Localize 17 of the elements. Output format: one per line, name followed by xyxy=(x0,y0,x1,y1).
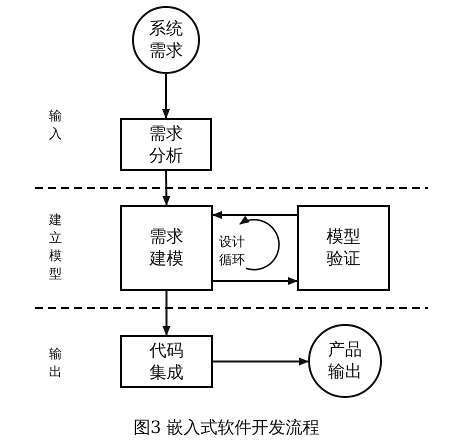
lane-label: 输出 xyxy=(48,346,63,382)
arrow xyxy=(212,211,297,219)
arrow xyxy=(213,277,298,285)
process-box: 代码集成 xyxy=(120,335,213,388)
lane-label: 输入 xyxy=(48,108,63,144)
arrow xyxy=(213,358,309,366)
arrow xyxy=(162,170,170,206)
arrow xyxy=(162,74,170,119)
end-circle: 产品输出 xyxy=(308,324,382,398)
start-circle: 系统需求 xyxy=(132,6,200,74)
lane-label: 建立模型 xyxy=(48,212,63,284)
process-box: 需求分析 xyxy=(120,118,212,171)
process-box: 需求建模 xyxy=(120,205,213,291)
arrow xyxy=(162,291,170,336)
loop-label: 设计循环 xyxy=(218,234,246,270)
process-box: 模型验证 xyxy=(297,205,390,291)
figure-caption: 图3 嵌入式软件开发流程 xyxy=(132,417,321,439)
